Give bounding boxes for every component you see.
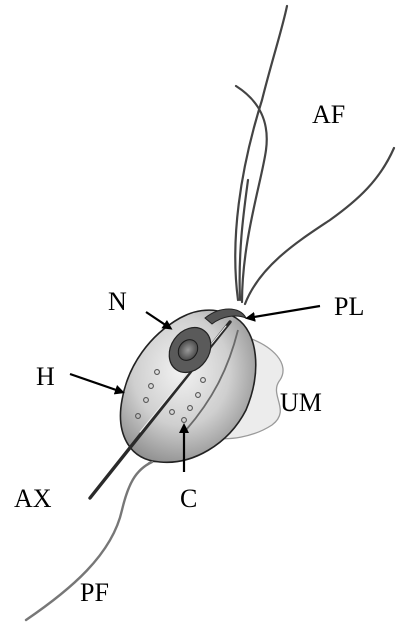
label-h: H xyxy=(36,364,55,390)
label-pl: PL xyxy=(334,294,364,320)
arrow-h xyxy=(70,374,122,392)
label-af: AF xyxy=(312,102,345,128)
anterior-flagellum-3 xyxy=(245,148,394,304)
label-pf: PF xyxy=(80,580,109,606)
anterior-flagella xyxy=(235,6,394,304)
label-c: C xyxy=(180,486,197,512)
arrow-pl xyxy=(248,306,320,318)
label-n: N xyxy=(108,289,127,315)
label-ax: AX xyxy=(14,486,52,512)
label-um: UM xyxy=(280,390,322,416)
arrow-n xyxy=(146,312,170,328)
